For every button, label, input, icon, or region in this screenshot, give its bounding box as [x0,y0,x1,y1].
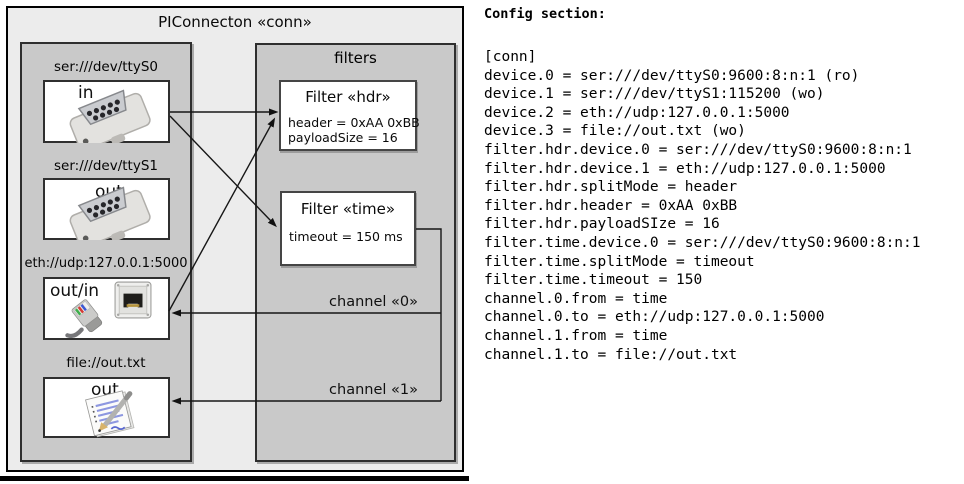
device-direction: in [78,83,94,103]
config-panel: Config section: [conn] device.0 = ser://… [484,4,921,364]
config-line: channel.0.to = eth://udp:127.0.0.1:5000 [484,309,825,326]
device-uri-ttyS1: ser:///dev/ttyS1 [54,158,158,174]
config-line: filter.hdr.header = 0xAA 0xBB [484,197,738,214]
device-node-ttyS0: in [43,80,170,143]
device-uri-eth: eth://udp:127.0.0.1:5000 [24,256,188,271]
config-line: filter.time.device.0 = ser:///dev/ttyS0:… [484,234,921,251]
config-line: channel.0.from = time [484,290,668,307]
config-heading: Config section: [484,6,606,22]
config-line: filter.hdr.device.1 = eth://udp:127.0.0.… [484,160,886,177]
ethernet-port-icon [114,281,152,319]
config-line: device.1 = ser:///dev/ttyS1:115200 (wo) [484,86,825,103]
config-line: [conn] [484,49,537,65]
device-node-eth: out/in [43,277,170,340]
filter-node-hdr: Filter «hdr» header = 0xAA 0xBB payloadS… [279,80,420,151]
config-line: filter.hdr.splitMode = header [484,179,738,196]
filter-title: Filter «time» [300,200,396,218]
filter-property: header = 0xAA 0xBB [288,115,420,130]
device-uri-file: file://out.txt [66,355,146,371]
config-line: filter.time.splitMode = timeout [484,253,755,270]
device-node-ttyS1: out [43,178,170,240]
config-line: device.3 = file://out.txt (wo) [484,123,746,140]
config-line: channel.1.from = time [484,327,668,344]
config-line: filter.hdr.payloadSIze = 16 [484,216,720,233]
device-uri-ttyS0: ser:///dev/ttyS0 [54,59,158,75]
filters-group-title: filters [334,49,377,67]
config-line: filter.hdr.device.0 = ser:///dev/ttyS0:9… [484,141,912,158]
channel-0-label: channel «0» [329,294,418,310]
filter-node-time: Filter «time» timeout = 150 ms [280,191,416,266]
config-line: device.0 = ser:///dev/ttyS0:9600:8:n:1 (… [484,67,860,84]
channel-1-label: channel «1» [329,382,418,398]
device-direction: out/in [50,281,100,301]
config-line: device.2 = eth://udp:127.0.0.1:5000 [484,104,790,121]
notepad-icon [85,390,135,438]
filter-property: payloadSize = 16 [288,130,398,145]
config-line: filter.time.timeout = 150 [484,272,703,289]
ethernet-plug-icon [65,299,103,339]
filter-title: Filter «hdr» [305,88,391,106]
device-node-file: out [43,377,170,438]
serial-connector-icon [69,186,151,240]
figure-bottom-border [0,476,469,481]
serial-connector-icon [69,89,151,143]
filter-property: timeout = 150 ms [289,229,403,244]
connector-title: PIConnecton «conn» [158,13,312,31]
config-line: channel.1.to = file://out.txt [484,346,738,363]
